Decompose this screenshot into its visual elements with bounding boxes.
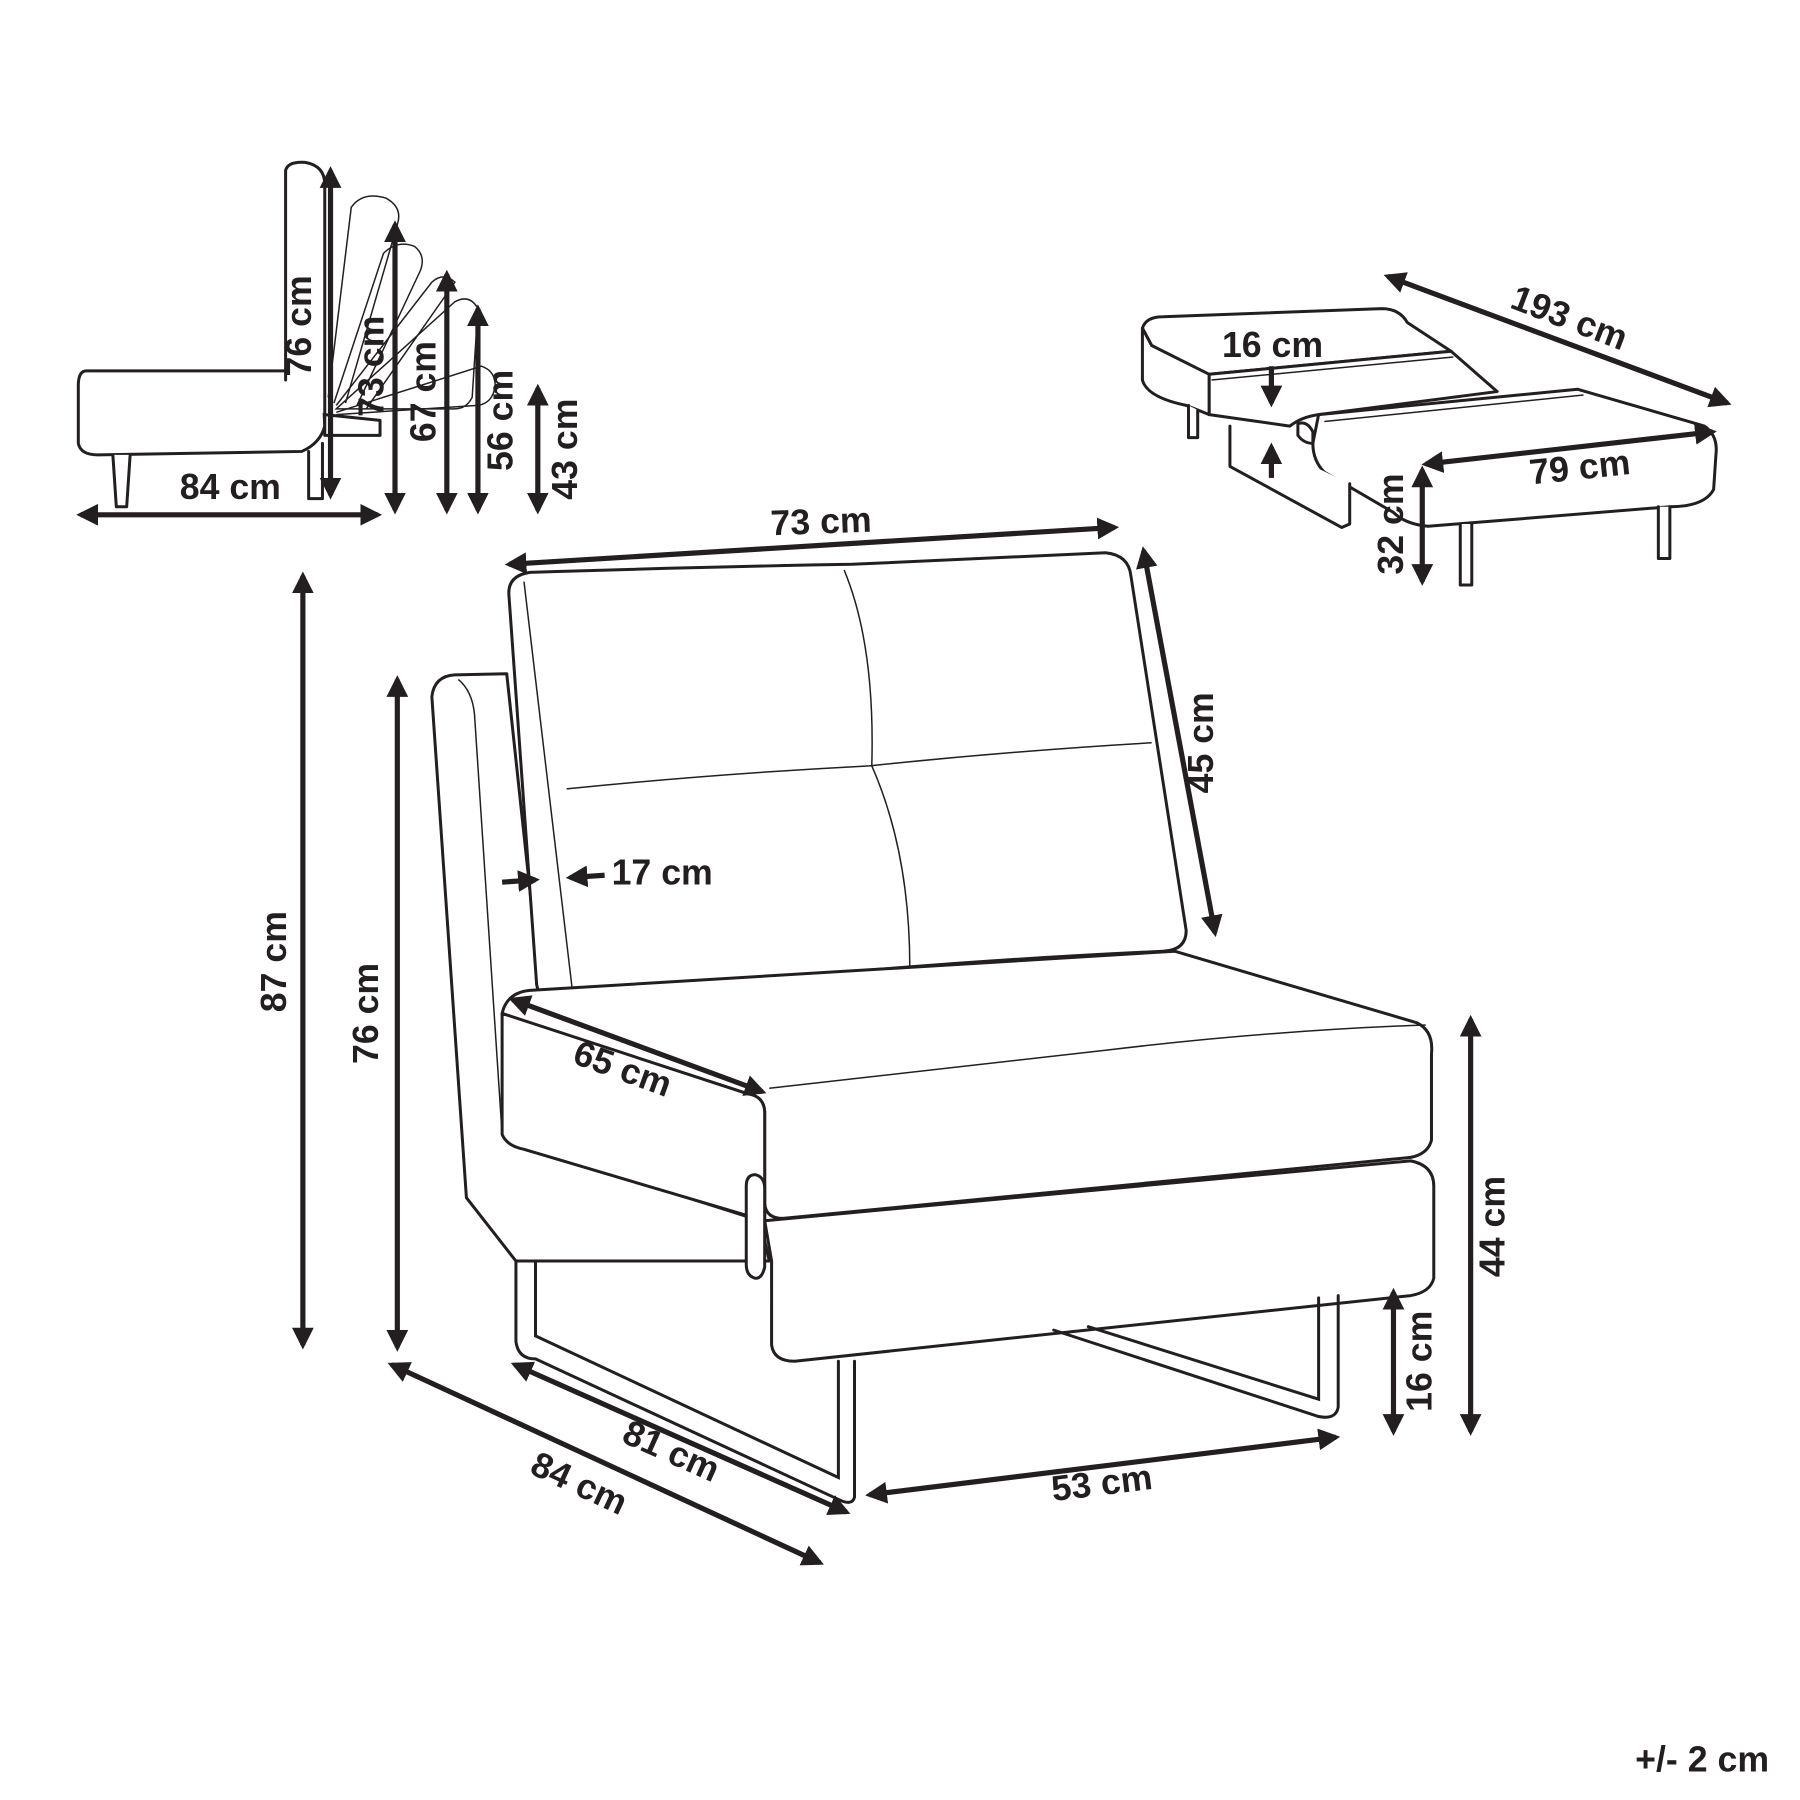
chair-back-cushion — [507, 551, 1188, 1002]
seat-welt — [769, 1024, 1426, 1090]
base-width-arrow — [865, 1428, 1341, 1504]
base-depth-arrow — [510, 1361, 851, 1515]
mattress-thickness-label: 16 cm — [1222, 325, 1323, 365]
back-height-56-label: 56 cm — [481, 370, 521, 471]
backrest-thickness-arrow-left — [501, 870, 540, 892]
chair-back-welt — [523, 581, 574, 991]
sleeping-height-label: 32 cm — [1371, 473, 1411, 574]
leg-height-label: 16 cm — [1400, 1311, 1440, 1412]
backrest-thickness-arrow-right — [565, 865, 605, 888]
back-height-67-label: 67 cm — [404, 341, 444, 442]
chair-side-panel — [430, 672, 771, 1263]
backrest-height-label: 45 cm — [1181, 692, 1221, 793]
bed-leg-3 — [1656, 505, 1672, 561]
side-view-leg-front — [111, 453, 132, 509]
back-height-73-label: 73 cm — [352, 316, 392, 417]
seat-depth-arrow — [508, 995, 767, 1096]
backrest-thickness-label: 17 cm — [612, 853, 713, 893]
bed-frame — [1228, 424, 1352, 529]
total-depth-arrow — [387, 1362, 824, 1566]
bed-length-arrow — [1383, 272, 1732, 408]
back-tuft-vertical — [843, 569, 911, 968]
bed-leg-2 — [1458, 522, 1474, 587]
side-view-drawing — [76, 160, 496, 509]
bed-handle — [1296, 421, 1315, 445]
base-width-label: 53 cm — [1049, 1457, 1154, 1509]
side-depth-label: 84 cm — [180, 467, 281, 507]
chair-frame-back-inner — [1086, 1296, 1321, 1402]
chair-base — [763, 1159, 1436, 1363]
backrest-width-arrow — [504, 517, 1120, 575]
side-view-dimensions: 84 cm 76 cm 73 cm 67 cm 56 cm 43 cm — [76, 166, 585, 526]
chair-side-handle — [744, 1173, 767, 1280]
backrest-width-label: 73 cm — [770, 500, 873, 544]
chair-frame-back — [1052, 1294, 1340, 1419]
back-tuft-horizontal — [566, 742, 1152, 790]
side-view-seat — [76, 369, 327, 457]
total-depth-label: 84 cm — [525, 1444, 634, 1523]
side-view-back-pos-2 — [327, 195, 400, 404]
seat-height-label: 44 cm — [1472, 1176, 1512, 1277]
tolerance-note: +/- 2 cm — [1635, 1739, 1769, 1779]
bed-leg-1 — [1186, 403, 1200, 440]
total-height-label: 87 cm — [254, 911, 294, 1012]
chair-side-inner — [457, 678, 503, 1135]
back-height-43-label: 43 cm — [545, 399, 585, 500]
side-height-label: 76 cm — [346, 963, 386, 1064]
bed-width-arrow — [1421, 422, 1717, 473]
back-height-76-label: 76 cm — [279, 275, 319, 376]
side-view-leg-back — [307, 441, 324, 501]
backrest-height-arrow — [1136, 546, 1223, 938]
